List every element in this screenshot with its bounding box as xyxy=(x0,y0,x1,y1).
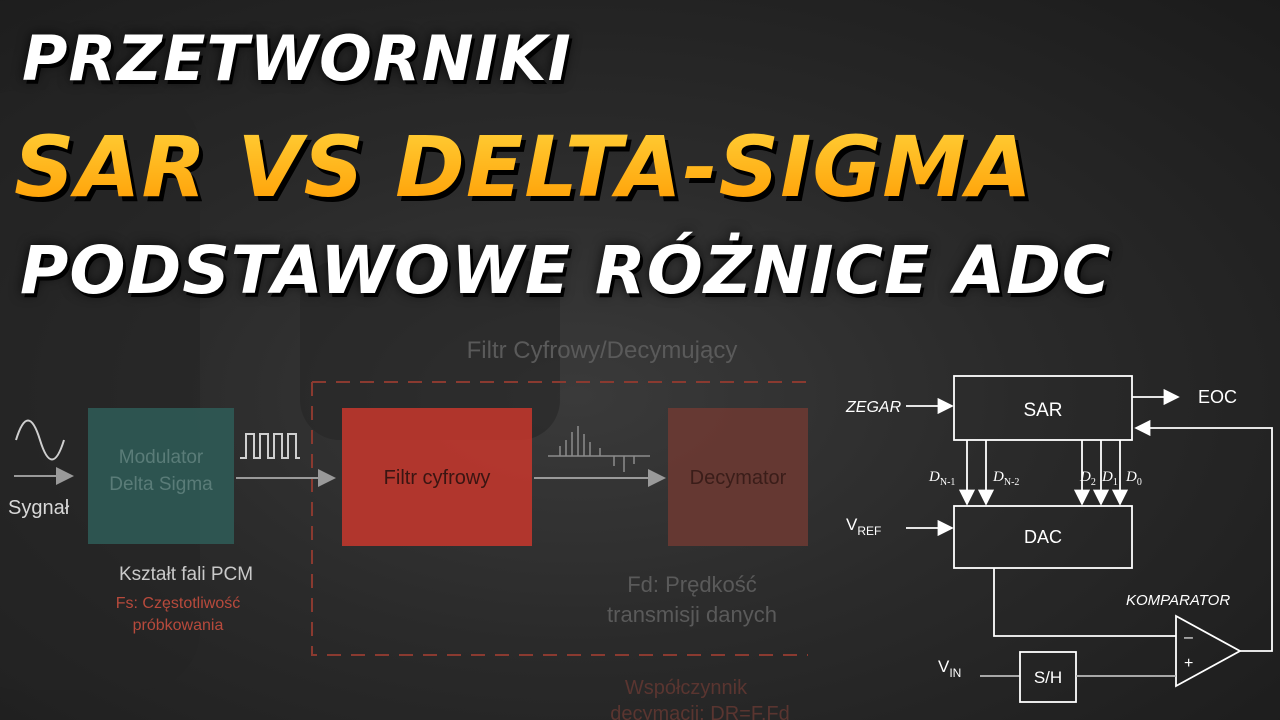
sar-block xyxy=(953,375,1133,441)
modulator-block xyxy=(88,408,234,544)
vref-label: VREF xyxy=(846,515,881,538)
title-line-1: PRZETWORNIKI xyxy=(22,22,572,95)
bit-label-2: D2 xyxy=(1079,469,1096,488)
pcm-pulse-icon xyxy=(240,433,300,459)
dr-label: Współczynnik xyxy=(625,677,748,699)
sine-wave-icon xyxy=(15,419,65,461)
sar-diagram: ZEGAR SAR EOC DN-1 DN-2 D2 D1 D0 VREF DA… xyxy=(845,375,1273,703)
sh-label: S/H xyxy=(1034,668,1062,687)
filter-section-title: Filtr Cyfrowy/Decymujący xyxy=(467,337,738,364)
title-line-3: PODSTAWOWE RÓŻNICE ADC xyxy=(20,232,1112,309)
bit-label-n1: DN-1 xyxy=(928,469,955,488)
fs-label: próbkowania xyxy=(133,617,224,634)
modulator-label: Delta Sigma xyxy=(109,474,213,495)
comparator-plus: + xyxy=(1184,655,1193,672)
pcm-label: Kształt fali PCM xyxy=(119,564,253,585)
dr-label: decymacji: DR=F,Fd xyxy=(610,703,790,720)
decimator-block xyxy=(668,408,808,546)
sh-block xyxy=(1019,651,1077,703)
eoc-label: EOC xyxy=(1198,387,1237,407)
bit-label-n2: DN-2 xyxy=(992,469,1019,488)
background-shape xyxy=(0,90,200,690)
filter-label: Filtr cyfrowy xyxy=(384,467,491,489)
bit-label-0: D0 xyxy=(1125,469,1142,488)
comparator-feedback-wire xyxy=(1134,419,1273,652)
decimator-label: Decymator xyxy=(690,467,787,489)
sar-label: SAR xyxy=(1023,400,1062,421)
dac-block xyxy=(953,505,1133,569)
filter-block xyxy=(342,408,532,546)
bit-label-1: D1 xyxy=(1101,469,1118,488)
clock-label: ZEGAR xyxy=(845,399,902,416)
title-line-2: SAR VS DELTA-SIGMA xyxy=(14,118,1280,216)
fd-label: transmisji danych xyxy=(607,602,777,627)
dac-label: DAC xyxy=(1024,527,1062,547)
fd-label: Fd: Prędkość xyxy=(627,572,757,597)
comparator-symbol xyxy=(1175,614,1242,688)
vin-label: VIN xyxy=(938,657,961,680)
delta-sigma-diagram: Filtr Cyfrowy/Decymujący Sygnał Modulato… xyxy=(8,337,808,720)
comparator-minus: – xyxy=(1184,629,1193,646)
fs-label: Fs: Częstotliwość xyxy=(116,595,240,612)
dac-to-comparator-wire xyxy=(993,568,1176,637)
spectrum-icon xyxy=(548,426,650,472)
comparator-label: KOMPARATOR xyxy=(1126,592,1230,609)
modulator-label: Modulator xyxy=(119,447,204,468)
input-label: Sygnał xyxy=(8,497,70,519)
filter-section-frame xyxy=(311,381,808,656)
